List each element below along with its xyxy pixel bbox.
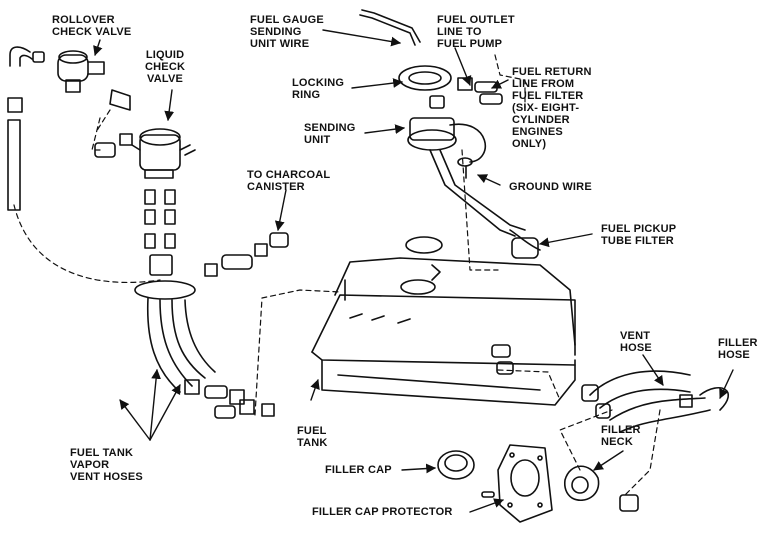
label-rollover-check-valve: ROLLOVER CHECK VALVE [52,14,132,38]
label-fuel-outlet-line: FUEL OUTLET LINE TO FUEL PUMP [437,14,515,50]
vapor-vent-hoses-art [134,280,275,419]
label-fuel-pickup-tube-filter: FUEL PICKUP TUBE FILTER [601,223,677,247]
label-fuel-return-line: FUEL RETURN LINE FROM FUEL FILTER (SIX- … [512,66,592,150]
label-to-charcoal-canister: TO CHARCOAL CANISTER [247,169,331,193]
label-fuel-gauge-sending-unit-wire: FUEL GAUGE SENDING UNIT WIRE [250,14,324,50]
dashed-hoses [13,54,661,496]
sending-unit-art [359,9,541,259]
leader-lines [93,29,734,513]
rollover-check-valve-art [7,46,131,211]
label-ground-wire: GROUND WIRE [509,181,592,193]
label-fuel-tank-vapor-vent-hoses: FUEL TANK VAPOR VENT HOSES [70,447,143,483]
fuel-tank-art [311,257,576,406]
label-filler-hose: FILLER HOSE [718,337,758,361]
liquid-check-valve-art [94,128,196,276]
label-filler-cap: FILLER CAP [325,464,392,476]
label-filler-cap-protector: FILLER CAP PROTECTOR [312,506,453,518]
label-filler-neck: FILLER NECK [601,424,641,448]
label-sending-unit: SENDING UNIT [304,122,356,146]
label-locking-ring: LOCKING RING [292,77,345,101]
canister-line-art [204,232,289,277]
label-fuel-tank: FUEL TANK [297,425,328,449]
filler-cap-art [437,444,553,523]
label-liquid-check-valve: LIQUID CHECK VALVE [145,49,186,85]
label-vent-hose: VENT HOSE [620,330,652,354]
filler-hoses-art [563,370,729,512]
